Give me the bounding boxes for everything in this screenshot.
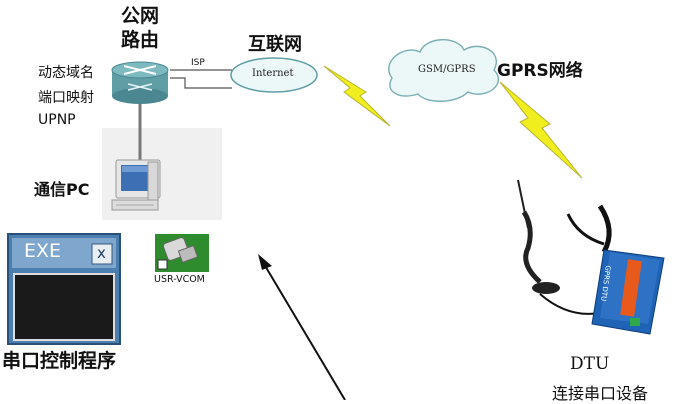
lightning-internet-icon bbox=[323, 65, 391, 127]
dtu-label: DTU bbox=[570, 354, 610, 374]
router-title-line2: 路由 bbox=[120, 29, 159, 51]
lightning-gprs-icon bbox=[499, 81, 583, 179]
close-icon: x bbox=[97, 244, 106, 262]
vcom-icon bbox=[155, 234, 209, 272]
vcom-label: USR-VCOM bbox=[154, 274, 205, 285]
arrow-icon bbox=[258, 254, 346, 400]
pc-icon bbox=[111, 159, 161, 211]
internet-cloud bbox=[230, 57, 318, 93]
router-title-line1: 公网 bbox=[120, 5, 159, 27]
internet-cloud-label: Internet bbox=[252, 68, 294, 79]
router-feature-upnp: UPNP bbox=[38, 112, 76, 128]
dtu-sub-label: 连接串口设备 bbox=[552, 384, 649, 403]
isp-label: ISP bbox=[191, 58, 205, 68]
pc-label: 通信PC bbox=[34, 180, 90, 199]
gprs-network-title: GPRS网络 bbox=[497, 61, 583, 81]
router-title: 公网 路由 bbox=[118, 4, 162, 52]
exe-window-icon bbox=[7, 233, 121, 345]
gprs-cloud bbox=[388, 39, 500, 102]
dtu-device-icon bbox=[517, 179, 665, 335]
internet-title: 互联网 bbox=[248, 34, 302, 55]
router-feature-port-mapping: 端口映射 bbox=[38, 90, 94, 106]
router-feature-ddns: 动态域名 bbox=[38, 65, 94, 81]
gprs-cloud-label: GSM/GPRS bbox=[418, 64, 476, 75]
router-icon bbox=[111, 61, 169, 104]
serial-program-label: 串口控制程序 bbox=[2, 350, 117, 372]
exe-window-title: EXE bbox=[24, 240, 62, 262]
router-isp-link-2 bbox=[170, 77, 232, 89]
